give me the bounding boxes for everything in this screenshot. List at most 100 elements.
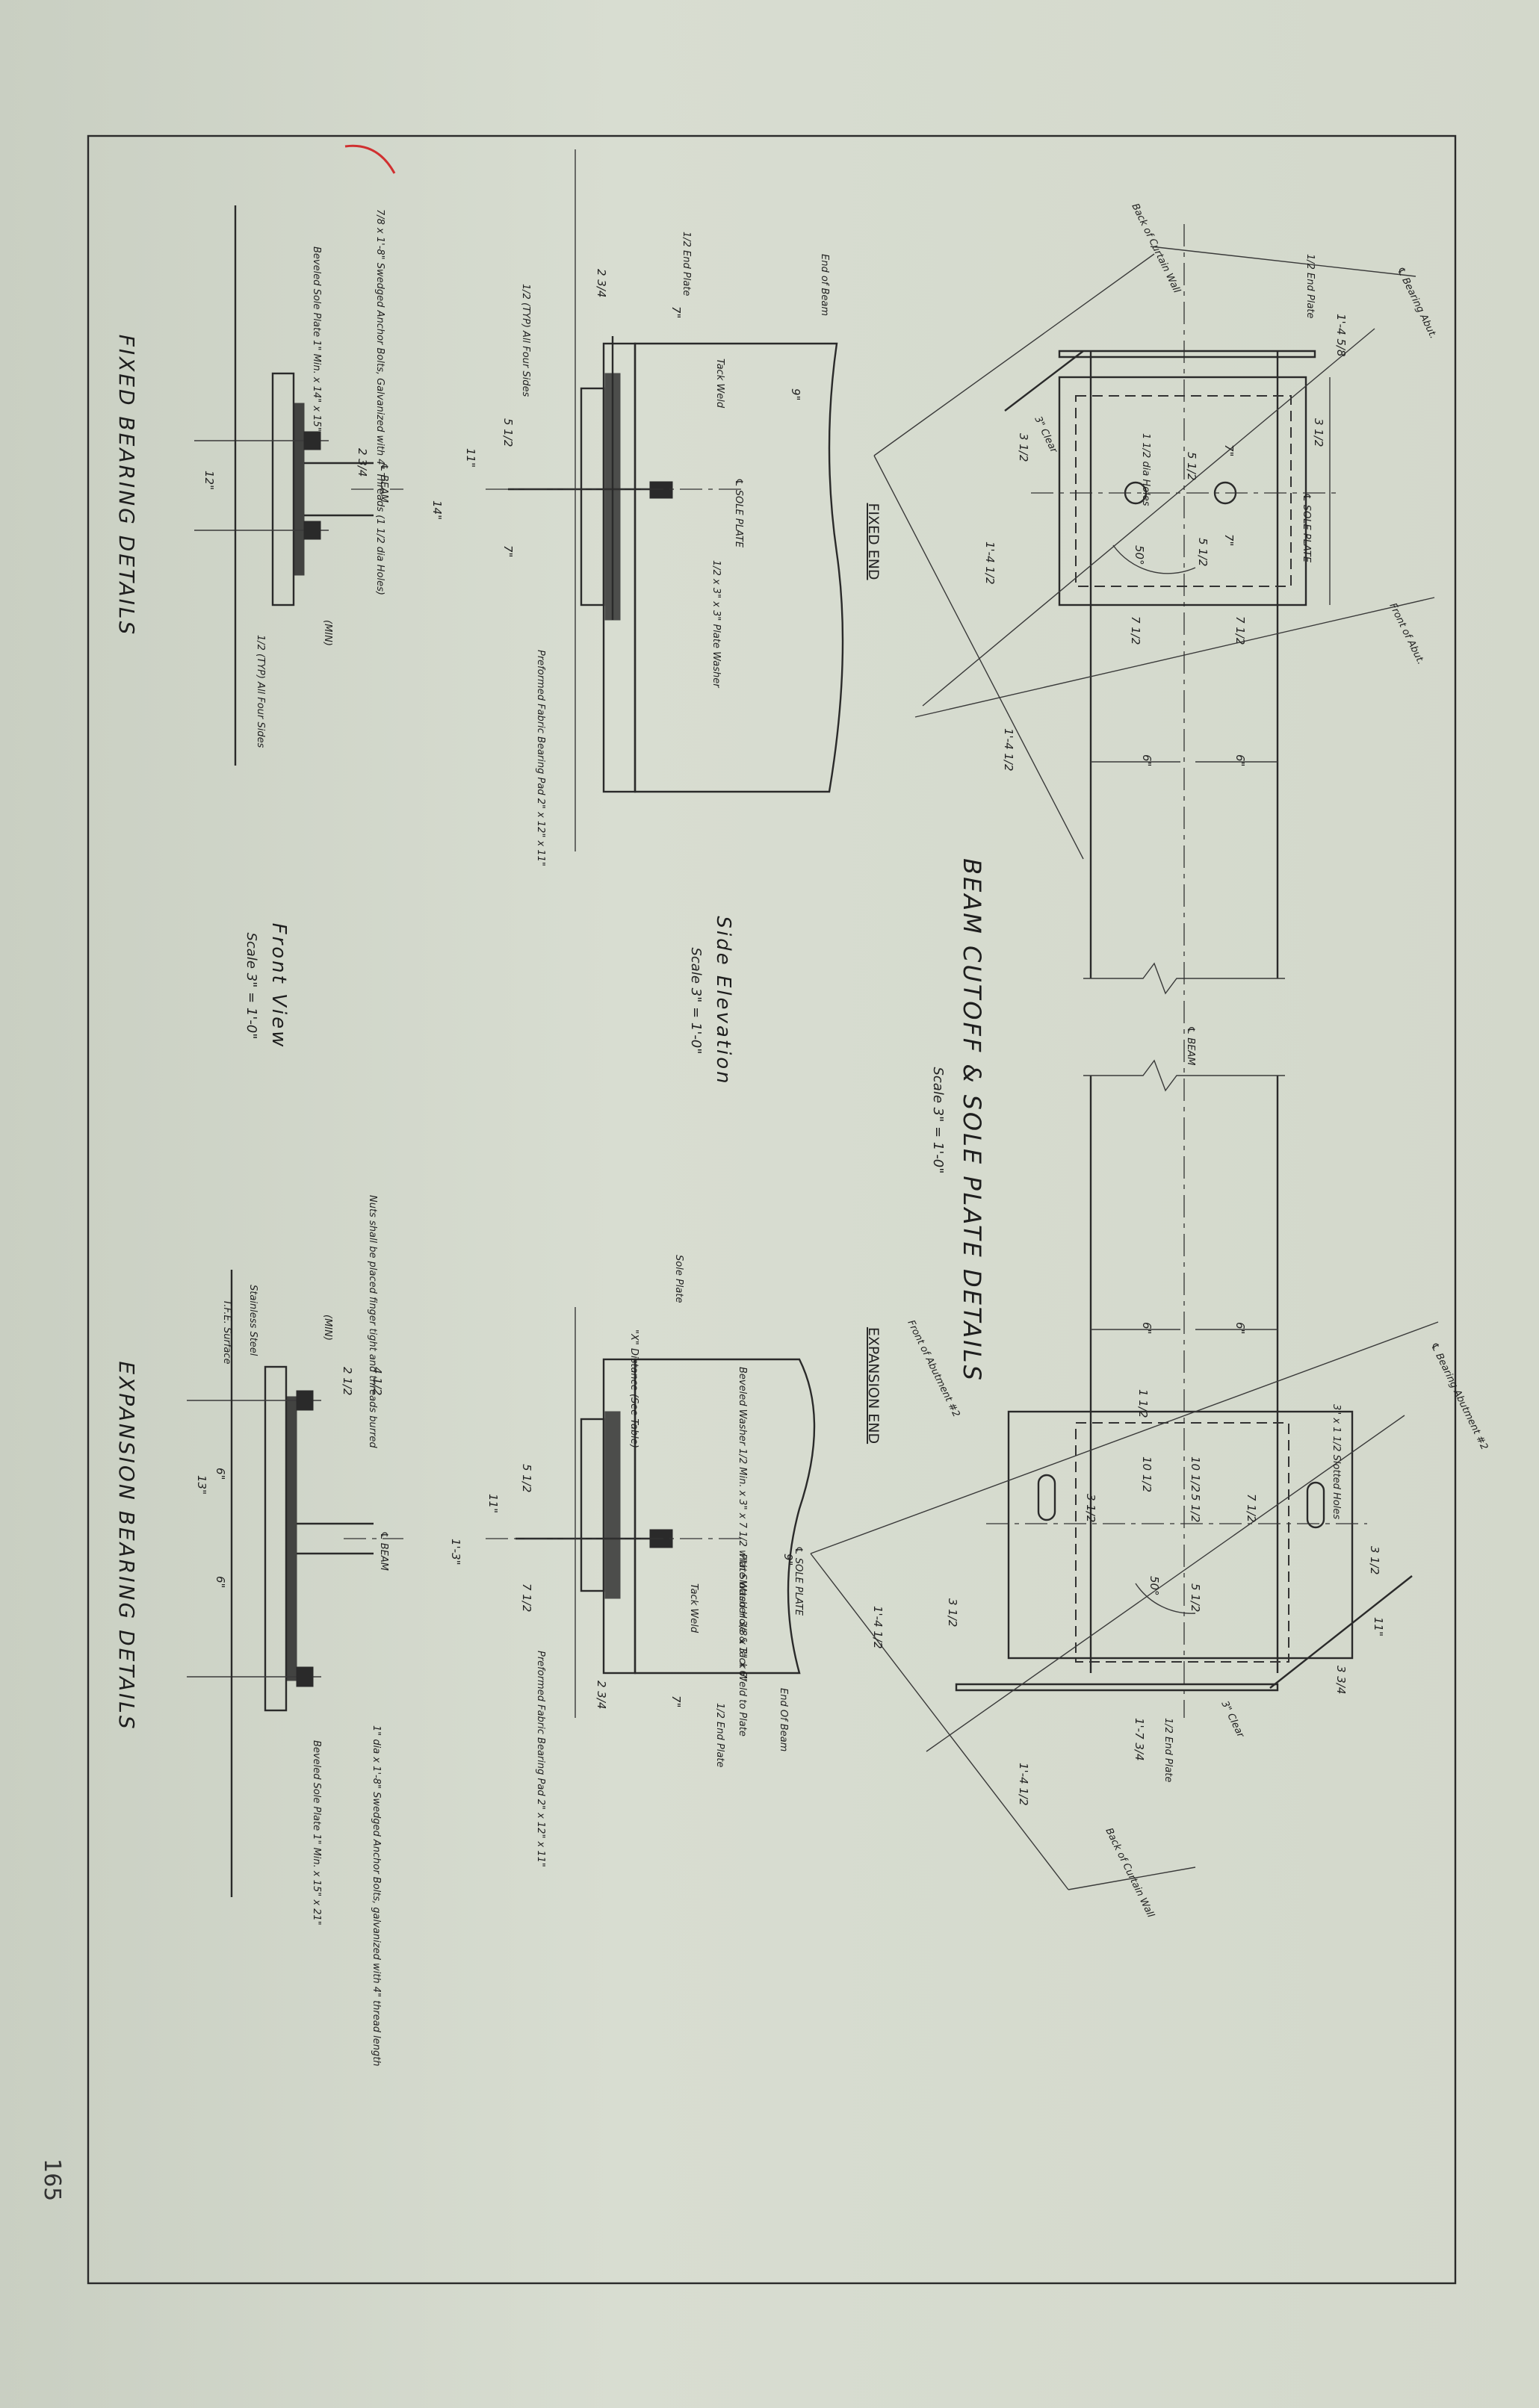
side-elevation-expansion (486, 1307, 816, 1718)
side-elevation-title: Side Elevation (712, 916, 734, 1085)
side-elevation-scale: Scale 3" = 1'-0" (688, 947, 704, 1054)
label-tack-weld-exp: Tack Weld (688, 1583, 699, 1633)
dim-7-1-2-b: 7 1/2 (1233, 616, 1247, 645)
dim-3-1-2-a: 3 1/2 (1312, 418, 1325, 447)
dim-1-7-3-4: 1'-7 3/4 (1133, 1718, 1146, 1761)
dim-1-1-2: 1 1/2 (1136, 1389, 1150, 1418)
dim-6-d: 6" (1233, 1322, 1247, 1334)
dim-6-b: 6" (1233, 754, 1247, 766)
main-title: BEAM CUTOFF & SOLE PLATE DETAILS (958, 858, 986, 1383)
dim-1-4-1-2-c: 1'-4 1/2 (1017, 1763, 1030, 1806)
dim-7-a: 7" (1222, 444, 1236, 456)
dim-3-1-2-c: 3 1/2 (1084, 1494, 1097, 1522)
dim-10-1-2-b: 10 1/2 (1189, 1456, 1202, 1492)
dim-6-front-a: 6" (214, 1468, 227, 1480)
dim-1-4-1-2-d: 1'-4 1/2 (871, 1606, 885, 1649)
label-end-plate-exp: 1/2 End Plate (1162, 1718, 1174, 1782)
label-end-plate-side-exp: 1/2 End Plate (714, 1703, 725, 1767)
dim-13-front: 13" (195, 1475, 208, 1495)
front-view-scale: Scale 3" = 1'-0" (244, 932, 259, 1039)
dim-2-3-4-front: 2 3/4 (356, 448, 369, 477)
dim-2-1-2-front: 2 1/2 (341, 1367, 354, 1395)
label-sole-plate-cl-exp: ℄ SOLE PLATE (793, 1546, 804, 1616)
dim-7-1-2-a: 7 1/2 (1129, 616, 1142, 645)
dim-10-1-2-a: 10 1/2 (1140, 1456, 1154, 1492)
label-beam-cl-front: ℄ BEAM (378, 463, 389, 503)
dim-2-3-4-exp: 2 3/4 (595, 1681, 608, 1709)
label-min-fixed: (MIN) (322, 620, 333, 646)
dim-7-1-2-exp-side: 7 1/2 (520, 1583, 533, 1612)
dim-14-side: 14" (430, 500, 444, 520)
dim-3-1-2-e: 3 1/2 (946, 1598, 959, 1627)
label-min-exp: (MIN) (322, 1315, 333, 1341)
label-stainless-steel: Stainless Steel (247, 1285, 258, 1356)
dim-9-fixed: 9" (789, 388, 802, 400)
label-clear-exp: 3" Clear (1218, 1699, 1246, 1740)
front-view-title: Front View (267, 923, 290, 1049)
dim-1-4-5-8-fixed: 1'-4 5/8 (1334, 314, 1348, 357)
label-clear-fixed: 3" Clear (1032, 415, 1059, 456)
label-beam-cl-exp-front: ℄ BEAM (378, 1531, 389, 1571)
label-typ-all-four-front: 1/2 (TYP) All Four Sides (255, 635, 266, 748)
dim-5-1-2-side: 5 1/2 (501, 418, 515, 447)
dim-6-front-b: 6" (214, 1576, 227, 1588)
dim-4-1-2-front: 4 1/2 (371, 1367, 384, 1395)
label-beveled-sole-plate-fixed: Beveled Sole Plate 1" Min. x 14" x 15" (311, 246, 322, 432)
red-check-mark (344, 144, 396, 174)
dim-1-4-1-2-b: 1'-4 1/2 (1002, 728, 1015, 772)
label-slotted-holes: 3" x 1 1/2 Slotted Holes (1331, 1404, 1342, 1519)
label-holes-dia: 1 1/2 dia Holes (1140, 433, 1151, 506)
label-sole-plate-cl: ℄ SOLE PLATE (1301, 493, 1312, 563)
fixed-end-label: FIXED END (865, 503, 882, 580)
label-fabric-pad-fixed: Preformed Fabric Bearing Pad 2" x 12" x … (535, 650, 546, 866)
dim-3-3-4: 3 3/4 (1334, 1666, 1348, 1694)
dim-5-1-2-d: 5 1/2 (1189, 1583, 1202, 1612)
label-nuts-note: Nuts shall be placed finger tight and th… (367, 1195, 378, 1448)
dim-11-exp-side: 11" (486, 1494, 500, 1513)
dim-3-1-2-b: 3 1/2 (1017, 433, 1030, 462)
dim-7-side: 7" (669, 306, 683, 318)
beam-cutoff-plan (810, 224, 1439, 1890)
label-back-curtain-wall-exp: Back of Curtain Wall (1103, 1826, 1156, 1920)
label-plate-washer-fixed: 1/2 x 3" x 3" Plate Washer (710, 560, 722, 689)
expansion-bearing-title: EXPANSION BEARING DETAILS (114, 1361, 139, 1731)
dim-6-a: 6" (1140, 754, 1154, 766)
dim-3-1-2-d: 3 1/2 (1368, 1546, 1381, 1574)
label-tfe-surface: T.F.E. Surface (221, 1300, 232, 1364)
label-front-of-abut: Front of Abut. (1387, 601, 1426, 666)
label-end-of-beam: End of Beam (819, 254, 830, 316)
dim-5-1-2-a: 5 1/2 (1185, 452, 1198, 480)
dim-50-exp: 50° (1148, 1576, 1161, 1596)
label-front-abutment-2: Front of Abutment #2 (905, 1318, 962, 1419)
label-bearing-abut: ℄ Bearing Abut. (1394, 265, 1438, 341)
fixed-bearing-front-view (194, 205, 403, 766)
label-anchor-bolts-fixed: 7/8 x 1'-8" Swedged Anchor Bolts, Galvan… (374, 209, 385, 595)
label-plate-washer-exp: Plate Washer 3/8 x 3" x 6" (737, 1554, 748, 1681)
dim-7-b: 7" (1222, 534, 1236, 546)
beam-centerline-label: ℄ BEAM (1185, 1025, 1196, 1065)
label-anchor-bolts-exp: 1" dia x 1'-8" Swedged Anchor Bolts, gal… (371, 1725, 382, 2067)
label-end-plate-side: 1/2 End Plate (681, 232, 692, 296)
dim-7-side-b: 7" (501, 545, 515, 557)
label-sole-plate-cl-side: ℄ SOLE PLATE (733, 478, 744, 548)
label-bearing-abutment-2: ℄ Bearing Abutment #2 (1428, 1341, 1490, 1452)
label-end-of-beam-exp: End Of Beam (778, 1688, 789, 1751)
dim-1-3-exp: 1'-3" (449, 1539, 462, 1565)
label-tack-weld-fixed: Tack Weld (714, 359, 725, 409)
dim-11-side: 11" (464, 448, 477, 468)
dim-6-c: 6" (1140, 1322, 1154, 1334)
dim-7-exp-side: 7" (669, 1695, 683, 1707)
page-number: 165 (39, 2159, 65, 2201)
side-elevation-fixed (486, 149, 844, 851)
sheet-border (87, 134, 1457, 2285)
label-x-distance: "X" Distance (See Table) (628, 1329, 640, 1448)
label-fabric-pad-exp: Preformed Fabric Bearing Pad 2" x 12" x … (535, 1651, 546, 1867)
dim-5-1-2-c: 5 1/2 (1189, 1494, 1202, 1522)
dim-11-exp-plan: 11" (1372, 1617, 1385, 1636)
main-scale: Scale 3" = 1'-0" (930, 1067, 946, 1173)
label-end-plate-fixed: 1/2 End Plate (1304, 254, 1316, 318)
dim-9-exp: 9" (781, 1554, 795, 1565)
label-typ-all-four-side: 1/2 (TYP) All Four Sides (520, 284, 531, 397)
